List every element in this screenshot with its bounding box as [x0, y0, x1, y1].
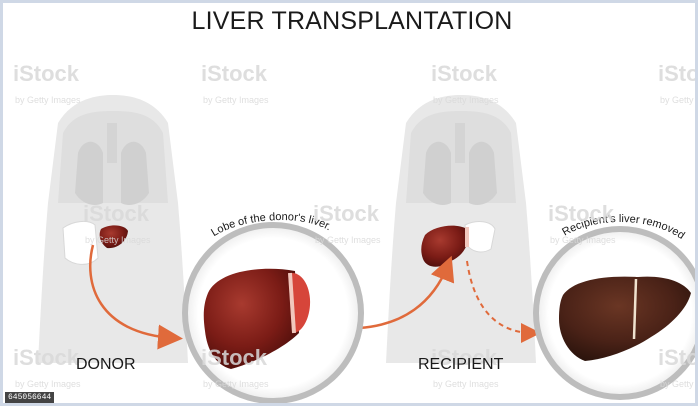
recipient-liver-cut-edge: [465, 227, 469, 247]
svg-text:by Getty Images: by Getty Images: [433, 95, 499, 105]
svg-text:iStock: iStock: [431, 61, 498, 86]
svg-text:iStock: iStock: [201, 345, 268, 370]
svg-text:iStock: iStock: [658, 345, 698, 370]
svg-text:iStock: iStock: [313, 201, 380, 226]
svg-text:iStock: iStock: [13, 61, 80, 86]
stock-id-badge: 645056644: [5, 392, 54, 403]
svg-text:by Getty Images: by Getty Images: [85, 235, 151, 245]
svg-text:by Getty Images: by Getty Images: [660, 379, 698, 389]
svg-text:by Getty Images: by Getty Images: [433, 379, 499, 389]
svg-text:iStock: iStock: [83, 201, 150, 226]
svg-text:by Getty Images: by Getty Images: [203, 95, 269, 105]
svg-text:by Getty Images: by Getty Images: [203, 379, 269, 389]
donor-lobe-circle: [185, 225, 361, 401]
liver-transplant-illustration: Lobe of the donor's liver. Recipient's l…: [3, 3, 698, 406]
donor-label: DONOR: [76, 356, 136, 374]
svg-text:iStock: iStock: [201, 61, 268, 86]
svg-text:by Getty Images: by Getty Images: [550, 235, 616, 245]
svg-text:iStock: iStock: [548, 201, 615, 226]
removed-liver-circle: [536, 229, 698, 397]
svg-text:by Getty Images: by Getty Images: [15, 95, 81, 105]
svg-text:iStock: iStock: [13, 345, 80, 370]
recipient-label: RECIPIENT: [418, 356, 503, 374]
svg-text:by Getty Images: by Getty Images: [660, 95, 698, 105]
svg-text:iStock: iStock: [658, 61, 698, 86]
svg-text:by Getty Images: by Getty Images: [315, 235, 381, 245]
svg-text:by Getty Images: by Getty Images: [15, 379, 81, 389]
